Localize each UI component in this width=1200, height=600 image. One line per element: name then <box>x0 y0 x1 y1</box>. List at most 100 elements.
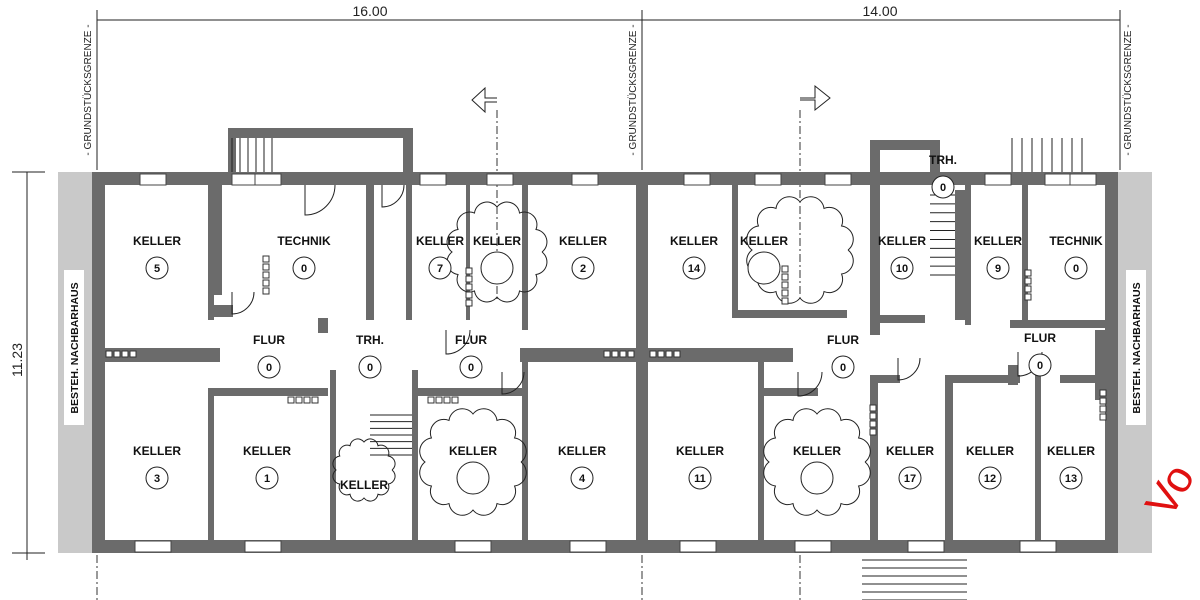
fixtures <box>105 138 1107 600</box>
wall <box>732 185 738 315</box>
window <box>907 540 945 553</box>
vent-block <box>869 404 877 412</box>
room-number-circle <box>145 466 169 490</box>
vent-block <box>465 283 473 291</box>
room-name: KELLER <box>966 444 1014 458</box>
vent-block <box>129 350 137 358</box>
vent-block <box>1024 269 1032 277</box>
wall <box>92 172 1118 185</box>
wall <box>1010 320 1110 328</box>
window <box>794 540 832 553</box>
window <box>231 173 259 186</box>
room-flur-0: FLUR 0 <box>827 333 859 379</box>
room-number-circle <box>255 466 279 490</box>
boundary-label-center: - GRUNDSTÜCKSGRENZE - <box>627 24 639 155</box>
vent-block <box>262 287 270 295</box>
door-swing <box>304 184 336 216</box>
vent-block <box>673 350 681 358</box>
room-name: KELLER <box>878 234 926 248</box>
vent-block <box>1099 389 1107 397</box>
vent-block <box>1099 413 1107 421</box>
vent-block <box>465 267 473 275</box>
door-swing <box>231 291 255 315</box>
room-keller: KELLER <box>793 444 841 495</box>
room-number: 10 <box>896 263 908 275</box>
vent-block <box>311 396 319 404</box>
room-number-circle <box>747 251 781 285</box>
wall <box>945 375 953 540</box>
vent-block <box>781 297 789 305</box>
room-number-circle <box>358 355 382 379</box>
vent-block <box>465 275 473 283</box>
wall <box>208 305 233 317</box>
wall <box>870 140 940 150</box>
tree-symbol <box>746 196 854 304</box>
room-number-circle <box>890 256 914 280</box>
room-name: KELLER <box>133 234 181 248</box>
room-name: KELLER <box>416 234 464 248</box>
vent-block <box>443 396 451 404</box>
neighbor-label-right: BESTEH. NACHBARHAUS <box>1131 282 1143 413</box>
vent-block <box>869 412 877 420</box>
wall <box>1060 375 1110 383</box>
room-keller: KELLER <box>340 478 388 492</box>
wall <box>522 362 528 540</box>
wall <box>410 172 420 184</box>
room-name: KELLER <box>340 478 388 492</box>
boundary-label-left: - GRUNDSTÜCKSGRENZE - <box>82 24 94 155</box>
room-keller-10: KELLER 10 <box>878 234 926 280</box>
room-number: 0 <box>840 362 846 374</box>
room-number-circle <box>800 461 834 495</box>
vent-block <box>303 396 311 404</box>
room-number: 1 <box>264 473 270 485</box>
wall <box>522 185 528 330</box>
wall <box>208 390 214 540</box>
wall <box>1095 330 1107 400</box>
window <box>244 540 282 553</box>
tree-symbol <box>763 408 871 516</box>
wall <box>758 362 764 540</box>
vent-block <box>465 299 473 307</box>
room-number-circle <box>292 256 316 280</box>
room-number-circle <box>459 355 483 379</box>
room-name: FLUR <box>1024 331 1056 345</box>
vent-block <box>121 350 129 358</box>
room-name: TECHNIK <box>277 234 331 248</box>
window <box>984 173 1012 186</box>
room-number-circle <box>1028 353 1052 377</box>
vent-block <box>665 350 673 358</box>
boundary-label-right: - GRUNDSTÜCKSGRENZE - <box>1122 24 1134 155</box>
room-name: TRH. <box>929 153 957 167</box>
room-number-circle <box>986 256 1010 280</box>
door-swing <box>897 357 921 381</box>
vent-block <box>1024 285 1032 293</box>
tree-symbol <box>332 438 396 502</box>
wall <box>880 315 925 323</box>
wall <box>406 185 412 320</box>
room-name: FLUR <box>455 333 487 347</box>
room-name: KELLER <box>559 234 607 248</box>
tree-symbol <box>419 408 527 516</box>
room-number: 3 <box>154 473 160 485</box>
window <box>454 540 492 553</box>
wall <box>1105 172 1118 553</box>
dimension-left-width: 16.00 <box>352 3 387 19</box>
wall <box>870 375 878 540</box>
room-number-circle <box>456 461 490 495</box>
dimension-right-width: 14.00 <box>862 3 897 19</box>
vent-block <box>287 396 295 404</box>
vent-block <box>869 428 877 436</box>
vent-block <box>105 350 113 358</box>
room-number: 0 <box>1073 263 1079 275</box>
room-name: FLUR <box>827 333 859 347</box>
vent-block <box>465 291 473 299</box>
wall <box>870 140 880 335</box>
dimension-depth: 11.23 <box>9 343 25 377</box>
room-number-circle <box>570 466 594 490</box>
